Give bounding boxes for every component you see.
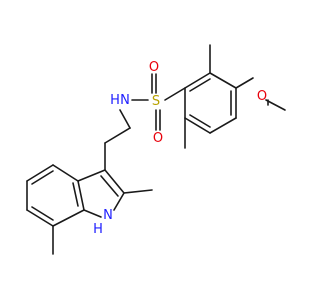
bond-c4-oxygen — [235, 77, 254, 89]
bond-c6-c7-ind — [26, 209, 54, 227]
bond-c3a-c3 — [77, 169, 106, 182]
bond-c3a-c4 — [52, 164, 79, 182]
bond-ring-sulfur — [164, 87, 186, 101]
bond-c6-c7-ind-double — [31, 206, 54, 221]
atom-oxygen-sulfonyl-left: O — [149, 60, 159, 75]
bond-ch2-ch2 — [104, 127, 131, 144]
atom-labels: S O O H N O N H — [93, 60, 267, 237]
bond-c5-c6 — [209, 117, 237, 134]
atom-indole-hydrogen: H — [93, 222, 103, 237]
bond-c7a-c3a-double — [72, 182, 79, 207]
bond-c6-c1-double — [189, 114, 211, 128]
bond-c4-c5-ind — [26, 164, 54, 182]
bond-c2-n1 — [113, 192, 125, 211]
atom-oxygen-sulfonyl-right: O — [153, 131, 163, 146]
bond-lines — [26, 44, 286, 255]
atom-amide-hydrogen: H — [110, 93, 120, 108]
bond-n1-c7a — [83, 209, 102, 218]
bond-methyl-c2 — [123, 189, 153, 194]
bond-c2-c3-double — [189, 78, 211, 92]
canvas-background — [0, 0, 300, 300]
atom-amide-nitrogen: N — [120, 93, 130, 108]
bond-c3-c2 — [104, 169, 125, 194]
atom-ether-oxygen: O — [257, 89, 267, 104]
bond-c7-c7a — [52, 209, 85, 227]
bond-c3-c4 — [209, 72, 237, 89]
atom-indole-nitrogen: N — [103, 208, 113, 223]
bond-c7a-c3a — [77, 180, 85, 211]
bond-c2-c3 — [184, 72, 211, 89]
bond-c6-c1 — [184, 117, 211, 134]
atom-sulfur: S — [152, 94, 160, 109]
bond-nitrogen-ch2 — [119, 109, 131, 129]
bond-c4-c5-ind-double — [31, 170, 54, 185]
molecule-structure: S O O H N O N H — [0, 0, 300, 300]
bond-c3-c2-double — [100, 175, 119, 197]
bond-oxygen-methyl-2 — [265, 99, 286, 111]
